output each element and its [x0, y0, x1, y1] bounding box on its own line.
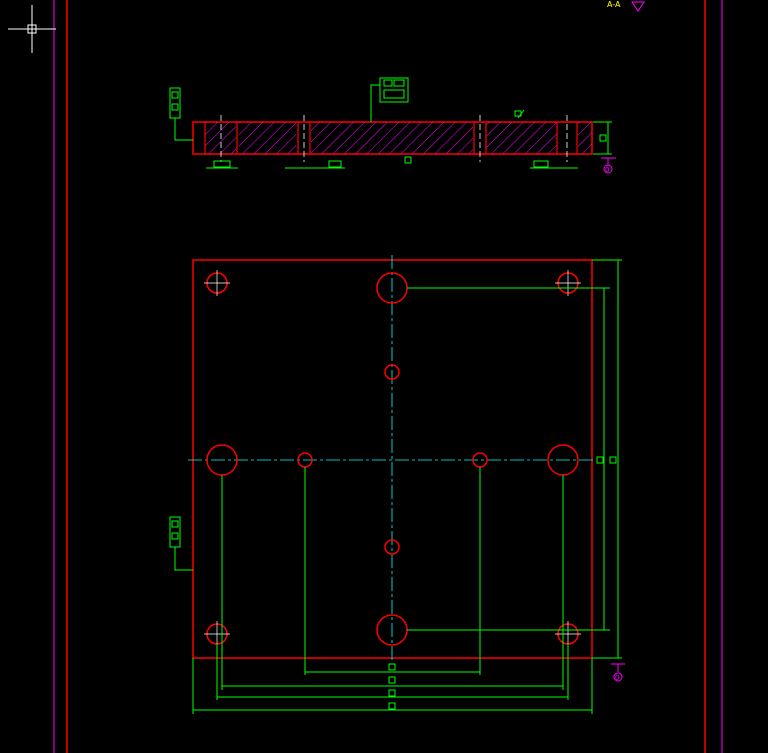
drawing-frame [53, 0, 723, 753]
roughness-right-label: 0 [605, 166, 609, 174]
section-marker-icon [631, 1, 645, 12]
plan-view: 0 [169, 255, 625, 714]
roughness-bottom-label: 0 [615, 674, 619, 682]
section-view: 0 [169, 77, 616, 174]
title-mark: A-A [607, 0, 621, 9]
cad-crosshair-icon [8, 5, 56, 53]
